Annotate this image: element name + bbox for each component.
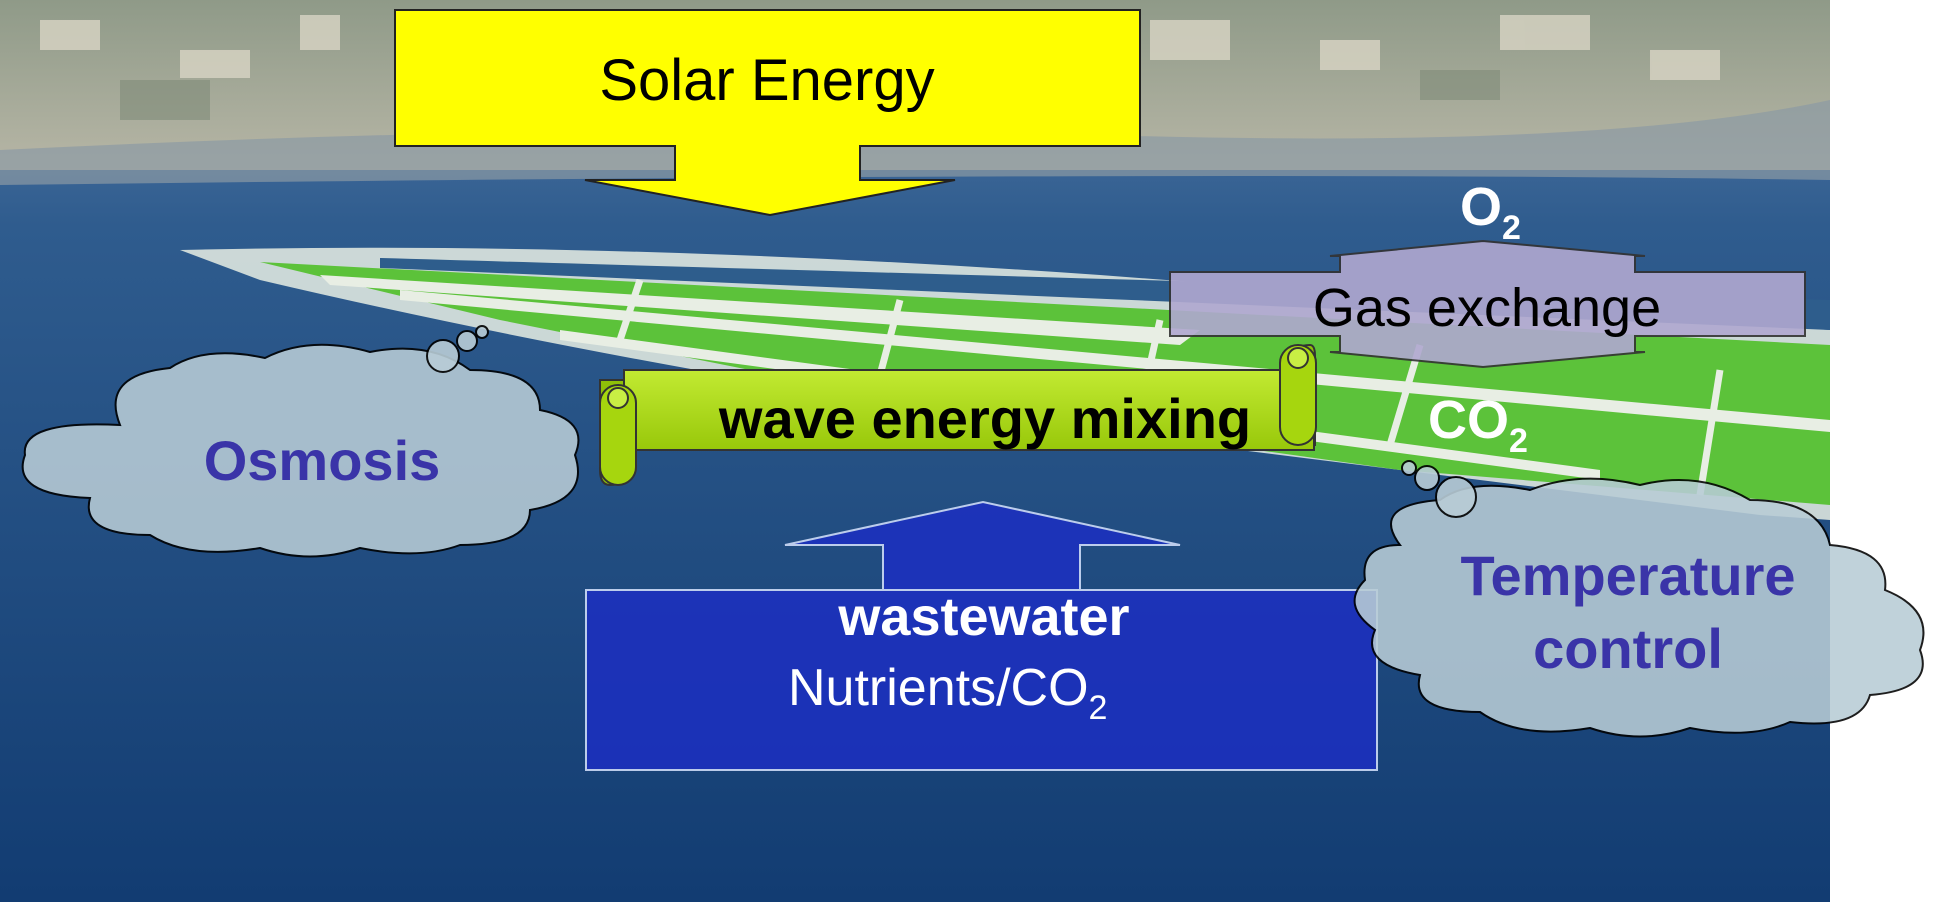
osmosis-label: Osmosis bbox=[204, 429, 441, 492]
temperature-label-line2: control bbox=[1533, 617, 1723, 680]
gas-exchange-arrow: Gas exchange bbox=[1169, 239, 1806, 369]
solar-energy-arrow: Solar Energy bbox=[394, 9, 1141, 217]
oxygen-subscript: 2 bbox=[1502, 209, 1521, 247]
osmosis-cloud: Osmosis bbox=[21, 325, 580, 558]
temperature-control-cloud: Temperature control bbox=[1353, 460, 1925, 738]
nutrients-base: Nutrients/CO bbox=[788, 659, 1089, 717]
oxygen-label: O2 bbox=[1460, 177, 1521, 247]
gas-exchange-label: Gas exchange bbox=[1313, 278, 1661, 338]
temperature-bubble-small bbox=[1401, 460, 1417, 476]
carbon-dioxide-base: CO bbox=[1428, 390, 1509, 450]
nutrients-subscript: 2 bbox=[1089, 689, 1108, 727]
osmosis-bubble-medium bbox=[456, 330, 478, 352]
oxygen-base: O bbox=[1460, 177, 1502, 237]
wave-mixing-label: wave energy mixing bbox=[718, 387, 1251, 450]
nutrients-label: Nutrients/CO2 bbox=[788, 659, 1107, 727]
wastewater-title: wastewater bbox=[837, 587, 1129, 647]
osmosis-bubble-large bbox=[426, 339, 460, 373]
temperature-bubble-large bbox=[1435, 476, 1477, 518]
solar-energy-label: Solar Energy bbox=[599, 48, 934, 113]
wastewater-arrow: wastewater Nutrients/CO2 bbox=[585, 500, 1378, 771]
temperature-bubble-medium bbox=[1414, 465, 1440, 491]
carbon-dioxide-subscript: 2 bbox=[1509, 422, 1528, 460]
osmosis-bubble-small bbox=[475, 325, 489, 339]
carbon-dioxide-label: CO2 bbox=[1428, 390, 1528, 460]
wave-mixing-banner: wave energy mixing bbox=[599, 343, 1317, 487]
temperature-label-line1: Temperature bbox=[1460, 544, 1795, 607]
